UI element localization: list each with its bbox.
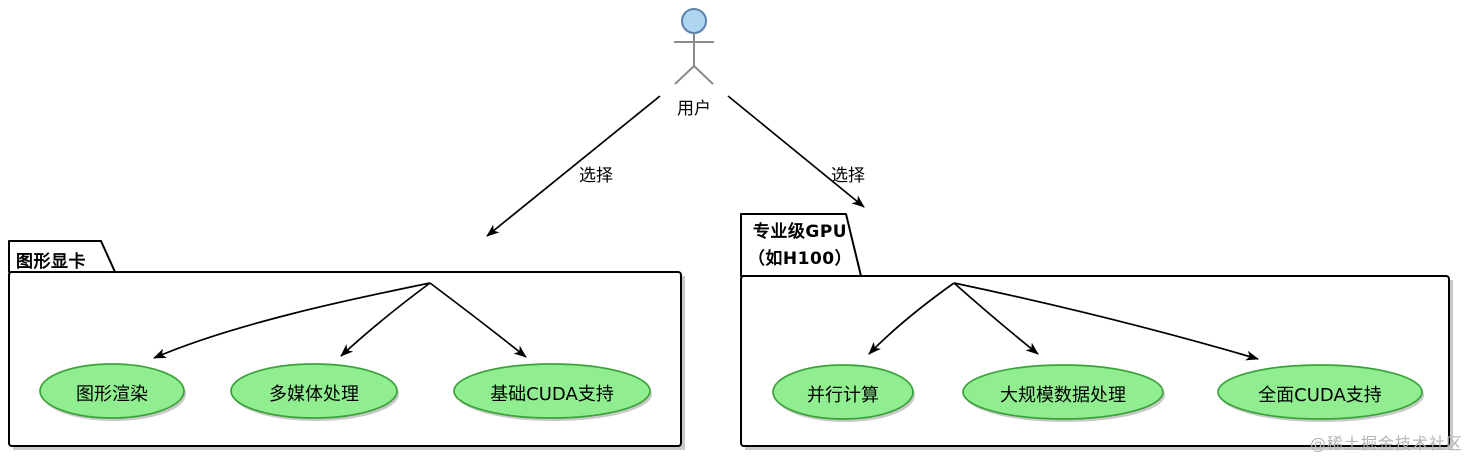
arrow-to-multimedia-processing <box>340 282 431 357</box>
usecase-label-basic-cuda-support: 基础CUDA支持 <box>490 384 614 405</box>
arrow-user-to-graphics-card <box>486 95 661 237</box>
arrow-to-parallel-computing <box>868 282 955 355</box>
package-pro-gpu-title-line2: （如H100） <box>747 249 853 269</box>
actor-icon <box>674 8 714 85</box>
usecase-label-graphics-rendering: 图形渲染 <box>76 384 148 405</box>
package-graphics-card-tab <box>8 240 116 273</box>
actor-label: 用户 <box>677 99 711 119</box>
package-pro-gpu-title-line1: 专业级GPU <box>752 222 848 242</box>
usecase-ellipse-basic-cuda-support <box>453 363 651 419</box>
usecase-ellipse-graphics-rendering <box>39 363 185 419</box>
actor-left-leg <box>674 65 695 85</box>
edge-label-select-right: 选择 <box>831 166 865 186</box>
edges <box>153 95 1259 361</box>
package-graphics-card-title: 图形显卡 <box>16 252 86 272</box>
usecase-ellipse-multimedia-processing <box>230 363 398 419</box>
usecase-label-multimedia-processing: 多媒体处理 <box>269 384 359 405</box>
watermark: @稀土掘金技术社区 <box>1309 434 1463 453</box>
package-pro-gpu-title: 专业级GPU （如H100） <box>745 219 855 273</box>
arrow-to-large-scale-data <box>953 282 1039 355</box>
actor-head <box>681 8 707 34</box>
arrow-to-graphics-rendering <box>153 282 431 359</box>
usecase-ellipse-large-scale-data <box>962 364 1164 420</box>
usecase-label-full-cuda-support: 全面CUDA支持 <box>1258 385 1382 406</box>
arrow-user-to-pro-gpu <box>727 95 865 208</box>
actor-right-leg <box>693 65 714 85</box>
usecase-label-large-scale-data: 大规模数据处理 <box>1000 385 1126 406</box>
usecase-label-parallel-computing: 并行计算 <box>807 385 879 406</box>
arrow-to-full-cuda-support <box>953 282 1259 361</box>
usecase-ellipse-parallel-computing <box>772 364 914 420</box>
package-pro-gpu-tab <box>740 213 862 277</box>
usecase-ellipse-full-cuda-support <box>1217 364 1423 420</box>
edge-label-select-left: 选择 <box>579 166 613 186</box>
arrow-to-basic-cuda-support <box>429 282 527 358</box>
